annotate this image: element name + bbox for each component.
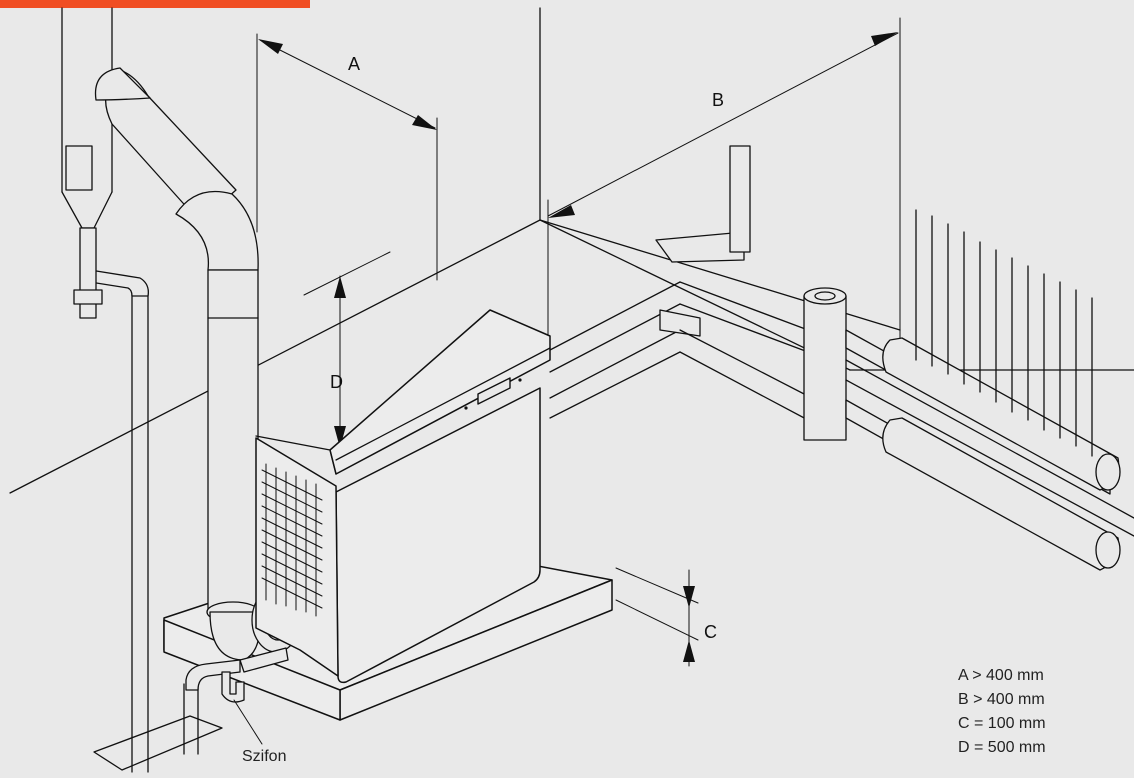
dimension-legend: A > 400 mm B > 400 mm C = 100 mm D = 500…	[958, 664, 1046, 760]
drain-pipes	[89, 269, 223, 773]
legend-item-d: D = 500 mm	[958, 739, 1046, 756]
boiler	[255, 309, 551, 684]
heating-pipes	[549, 145, 809, 421]
manifold	[803, 287, 1134, 571]
legend-item-a: A > 400 mm	[958, 667, 1044, 684]
legend-item-c: C = 100 mm	[958, 715, 1046, 732]
dimension-c: C	[683, 569, 717, 667]
legend-item-b: B > 400 mm	[958, 691, 1045, 708]
flue-pipe	[94, 67, 261, 661]
condensate-separator	[61, 7, 113, 319]
accent-bar	[0, 0, 310, 8]
dimension-d: D	[330, 275, 346, 448]
radiator-tubes	[915, 209, 1093, 457]
siphon	[185, 647, 289, 745]
dimension-label-d: D	[330, 372, 343, 392]
extension-lines	[256, 17, 901, 641]
dimension-b: B	[547, 32, 899, 218]
dimension-a: A	[258, 39, 437, 130]
siphon-callout-label: Szifon	[242, 748, 287, 765]
boiler-vent-louvres	[261, 463, 323, 617]
room-lines	[9, 7, 1134, 494]
dimension-label-a: A	[348, 54, 360, 74]
dimension-label-b: B	[712, 90, 724, 110]
dimension-label-c: C	[704, 622, 717, 642]
